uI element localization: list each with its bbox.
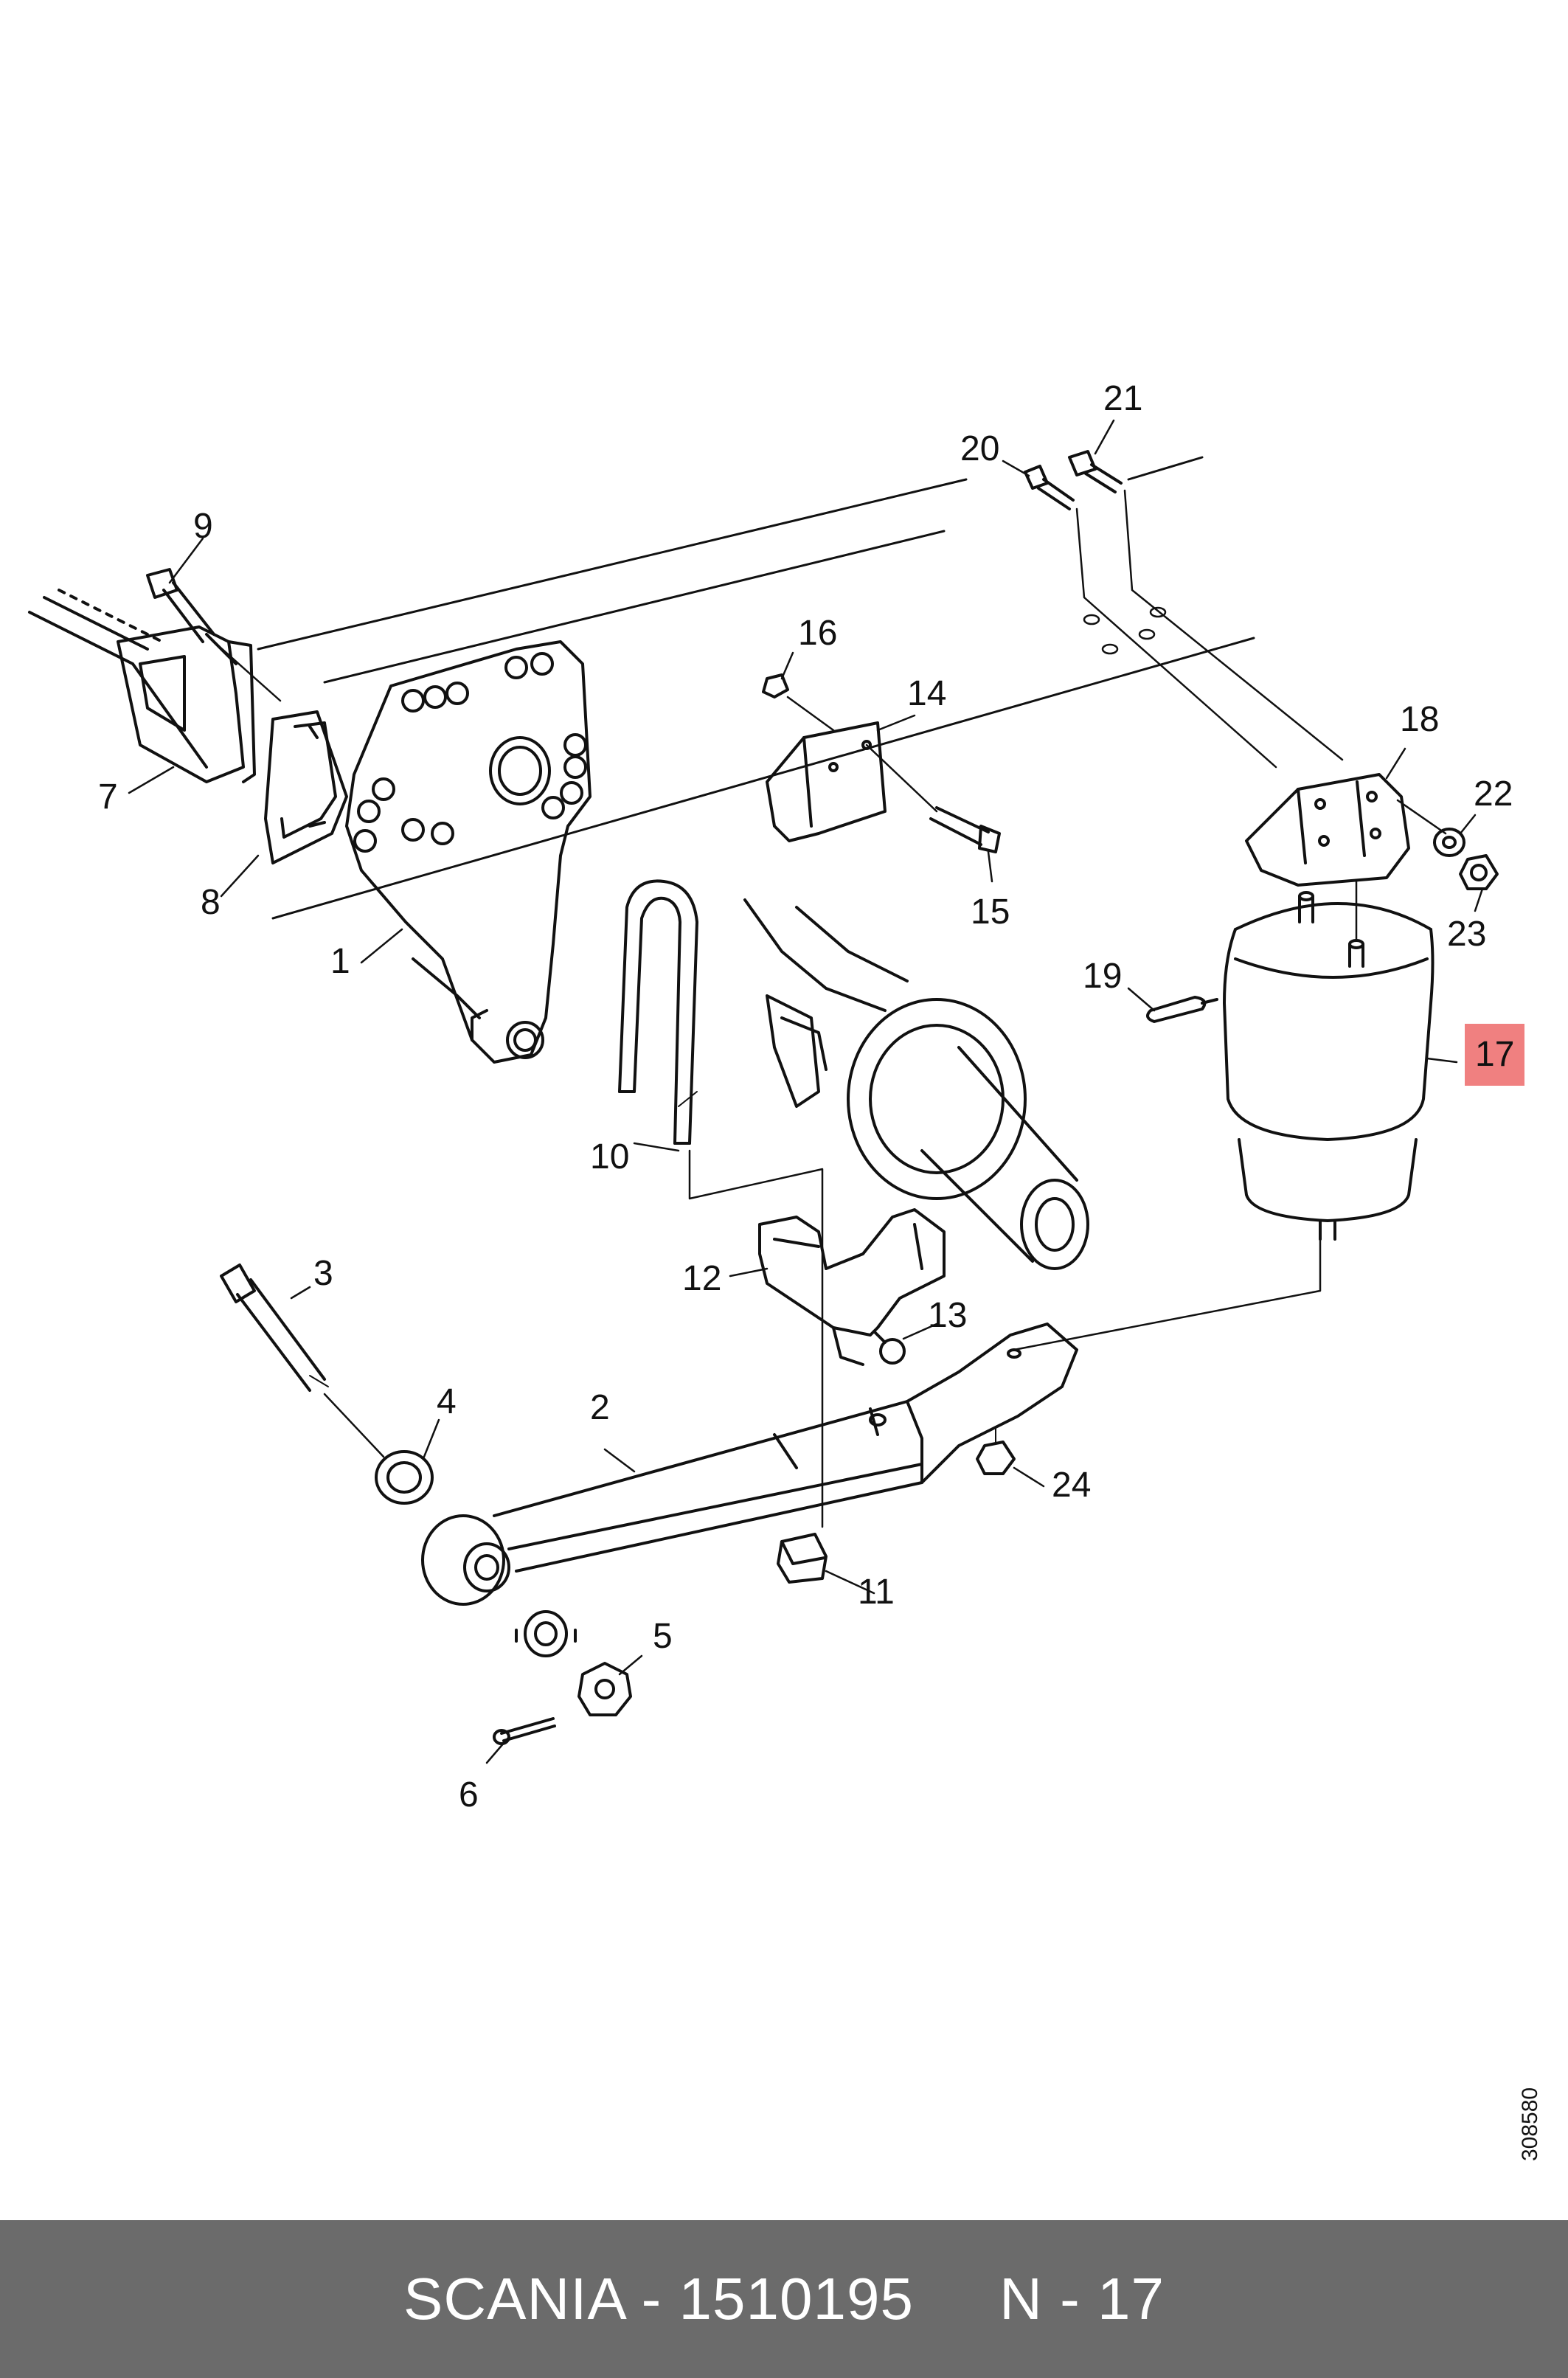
callout-23: 23 [1447, 915, 1487, 954]
part-22-washer [1433, 828, 1465, 857]
frame-reference-lines [257, 456, 1255, 920]
callout-4: 4 [437, 1382, 457, 1421]
part-3-bolt [220, 1263, 329, 1392]
frame-holes [1083, 606, 1167, 655]
part-18-upper-bracket [1245, 773, 1410, 887]
callout-24: 24 [1052, 1466, 1092, 1505]
footer-bar: SCANIA - 1510195 N - 17 [0, 2220, 1568, 2378]
chassis-stub [28, 589, 208, 769]
part-5-castle-nut [515, 1610, 632, 1716]
callout-7: 7 [98, 777, 118, 817]
part-10-u-bolt [618, 879, 698, 1145]
callout-10: 10 [590, 1137, 630, 1176]
callout-13: 13 [928, 1296, 968, 1335]
axle-housing [743, 898, 1089, 1270]
part-11-nut [777, 1533, 828, 1584]
part-7-bracket [117, 625, 256, 783]
footer-part-reference: SCANIA - 1510195 N - 17 [403, 2266, 1165, 2332]
callout-8: 8 [201, 883, 221, 922]
part-9-bolt [146, 568, 215, 643]
part-8-spacer [264, 710, 348, 864]
part-20-bolt [1024, 465, 1075, 510]
part-21-bolt [1068, 450, 1123, 493]
callout-2: 2 [590, 1388, 610, 1427]
leader-lines [128, 419, 1484, 1764]
callout-6: 6 [459, 1775, 479, 1814]
part-1-hanger-bracket [345, 640, 592, 1064]
part-12-lower-bracket [758, 1208, 946, 1366]
part-19-clip [1146, 996, 1218, 1023]
callout-12: 12 [682, 1259, 722, 1298]
callout-19: 19 [1083, 957, 1123, 996]
callout-22: 22 [1474, 774, 1513, 814]
parts-diagram [28, 419, 1499, 1764]
callout-18: 18 [1400, 700, 1440, 739]
part-6-cotter-pin [493, 1717, 556, 1745]
callout-5: 5 [653, 1617, 673, 1656]
callout-1: 1 [330, 942, 350, 981]
callout-21: 21 [1103, 379, 1143, 418]
callout-16: 16 [798, 614, 838, 653]
bracket-bolts [353, 652, 587, 853]
callout-11: 11 [858, 1573, 895, 1612]
part-16-nut [762, 673, 789, 699]
callout-9: 9 [193, 507, 213, 546]
part-24-nut [976, 1427, 1016, 1475]
part-2-trailing-arm [421, 1323, 1078, 1606]
callout-17: 17 [1465, 1024, 1525, 1086]
part-14-bracket [766, 721, 887, 842]
callout-14: 14 [907, 674, 947, 713]
part-13-bolt [873, 1330, 906, 1365]
callout-20: 20 [960, 429, 1000, 468]
part-17-air-spring [1223, 891, 1435, 1241]
callout-15: 15 [971, 892, 1010, 932]
part-4-washer [375, 1450, 434, 1505]
axle-seat-block [766, 994, 828, 1108]
callout-3: 3 [313, 1254, 333, 1293]
part-15-bolt [929, 806, 1001, 853]
document-number: 308580 [1518, 2087, 1542, 2161]
part-23-nut [1459, 854, 1499, 890]
